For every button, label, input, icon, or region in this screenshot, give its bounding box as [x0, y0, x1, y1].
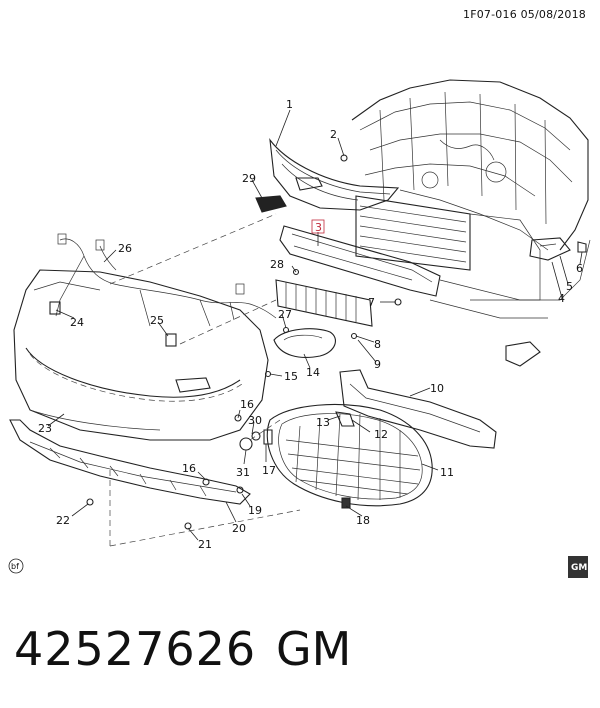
leader-lines	[47, 109, 583, 541]
part-emblem	[255, 195, 287, 213]
part-bumper-fascia	[13, 269, 269, 441]
part-bracket-right	[529, 237, 587, 261]
part-lower-grille-insert	[275, 279, 373, 327]
callout-23: 23	[38, 422, 52, 435]
part-upper-grille-trim	[269, 138, 400, 211]
callout-1: 1	[286, 98, 293, 111]
callout-13: 13	[316, 416, 330, 429]
callout-4: 4	[558, 292, 565, 305]
bf-mark: bf	[8, 558, 24, 574]
callout-2: 2	[330, 128, 337, 141]
callout-labels: 1 2 3 4 5 6 7 8 9 10 11 12 13 14 15 16 1…	[38, 98, 583, 551]
gm-logo-letters: GM	[571, 563, 587, 573]
engine-bay-structure	[351, 79, 591, 319]
callout-6: 6	[576, 262, 583, 275]
callout-22: 22	[56, 514, 70, 527]
exploded-view-drawing: 1 2 3 4 5 6 7 8 9 10 11 12 13 14 15 16 1…	[8, 79, 591, 578]
callout-28: 28	[270, 258, 284, 271]
callout-9: 9	[374, 358, 381, 371]
gm-logo-icon: GM	[568, 556, 588, 578]
callout-12: 12	[374, 428, 388, 441]
callout-18: 18	[356, 514, 370, 527]
bf-mark-text: bf	[11, 562, 19, 571]
callout-29: 29	[242, 172, 256, 185]
callout-25: 25	[150, 314, 164, 327]
callout-30: 30	[248, 414, 262, 427]
callout-14: 14	[306, 366, 320, 379]
part-bracket-small-right	[505, 341, 541, 367]
diagram-code: 1F07-016	[463, 8, 517, 21]
part-fasteners-lower	[86, 478, 244, 530]
callout-3-box	[311, 219, 325, 234]
part-lower-grille	[266, 403, 433, 507]
callout-5: 5	[566, 280, 573, 293]
callout-31: 31	[236, 466, 250, 479]
assembly-guide-lines	[109, 213, 301, 547]
callout-21: 21	[198, 538, 212, 551]
callout-26: 26	[118, 242, 132, 255]
callout-17: 17	[262, 464, 276, 477]
callout-16-lower: 16	[182, 462, 196, 475]
part-fog-lamp-bezel	[273, 328, 336, 358]
callout-16-upper: 16	[240, 398, 254, 411]
diagram-date: 05/08/2018	[520, 8, 586, 21]
part-sensors	[49, 301, 177, 347]
diagram-header: 1F07-016 05/08/2018	[463, 8, 586, 21]
part-energy-absorber	[339, 369, 497, 449]
part-impact-bar	[279, 225, 441, 297]
callout-15: 15	[284, 370, 298, 383]
callout-7: 7	[368, 296, 375, 309]
callout-11: 11	[440, 466, 454, 479]
part-wiring-harness	[55, 233, 277, 327]
callout-24: 24	[70, 316, 84, 329]
brand-name: GM	[276, 622, 352, 676]
callout-8: 8	[374, 338, 381, 351]
part-number: 42527626	[14, 622, 257, 676]
callout-3: 3	[315, 221, 322, 234]
callout-20: 20	[232, 522, 246, 535]
callout-27: 27	[278, 308, 292, 321]
callout-19: 19	[248, 504, 262, 517]
callout-10: 10	[430, 382, 444, 395]
